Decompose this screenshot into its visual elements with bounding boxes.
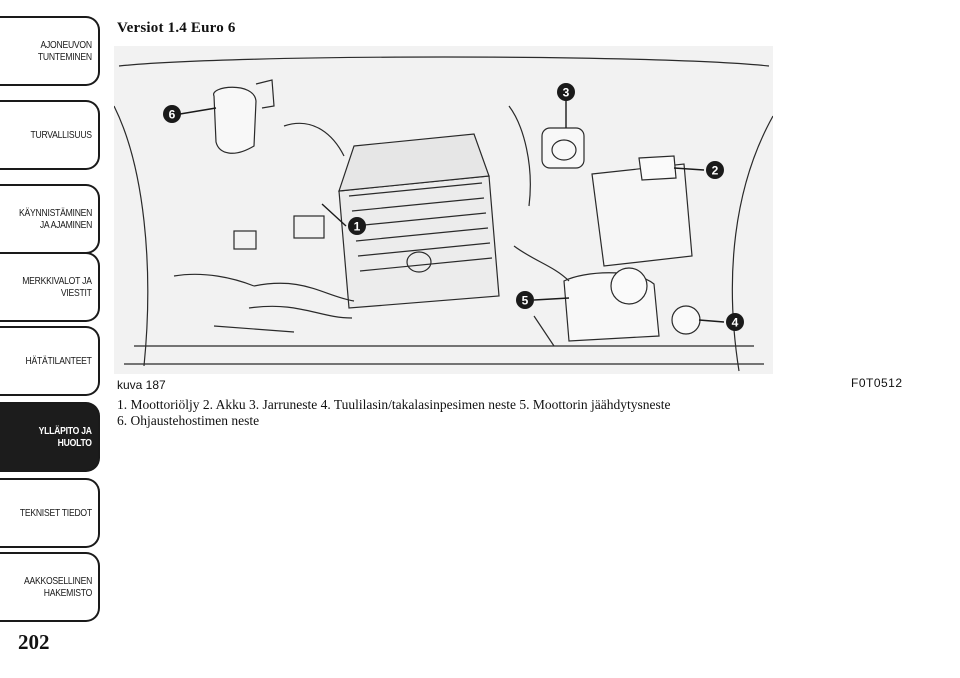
callout-1: 1 bbox=[348, 217, 366, 235]
callout-3-label: 3 bbox=[563, 86, 570, 100]
tab-tekniset-tiedot[interactable]: TEKNISET TIEDOT bbox=[0, 478, 100, 548]
figure-code: F0T0512 bbox=[851, 376, 903, 390]
callout-3: 3 bbox=[557, 83, 575, 101]
tab-yllapito-huolto[interactable]: YLLÄPITO JA HUOLTO bbox=[0, 402, 100, 472]
tab-ajoneuvon-tunteminen[interactable]: AJONEUVON TUNTEMINEN bbox=[0, 16, 100, 86]
figure-caption: kuva 187 bbox=[117, 378, 166, 392]
tab-label: TURVALLISUUS bbox=[30, 129, 93, 141]
tab-kaynnistaminen[interactable]: KÄYNNISTÄMINEN JA AJAMINEN bbox=[0, 184, 100, 254]
callout-4: 4 bbox=[726, 313, 744, 331]
legend-line-2: 6. Ohjaustehostimen neste bbox=[117, 413, 260, 428]
callout-2: 2 bbox=[706, 161, 724, 179]
tab-hatatilanteet[interactable]: HÄTÄTILANTEET bbox=[0, 326, 100, 396]
callout-4-label: 4 bbox=[732, 316, 739, 330]
engine-bay-drawing: 1 2 3 4 5 6 bbox=[114, 56, 773, 372]
callout-6: 6 bbox=[163, 105, 181, 123]
tab-label: AJONEUVON TUNTEMINEN bbox=[38, 39, 92, 63]
callout-1-label: 1 bbox=[354, 220, 361, 234]
figure-legend: 1. Moottoriöljy 2. Akku 3. Jarruneste 4.… bbox=[117, 397, 797, 429]
callout-6-label: 6 bbox=[169, 108, 176, 122]
tab-label: AAKKOSELLINEN HAKEMISTO bbox=[23, 575, 92, 599]
tab-turvallisuus[interactable]: TURVALLISUUS bbox=[0, 100, 100, 170]
callout-5-label: 5 bbox=[522, 294, 529, 308]
section-title: Versiot 1.4 Euro 6 bbox=[117, 20, 236, 36]
legend-line-1: 1. Moottoriöljy 2. Akku 3. Jarruneste 4.… bbox=[117, 397, 671, 412]
tab-aakkosellinen-hakemisto[interactable]: AAKKOSELLINEN HAKEMISTO bbox=[0, 552, 100, 622]
tab-label: MERKKIVALOT JA VIESTIT bbox=[22, 275, 93, 299]
callout-2-label: 2 bbox=[712, 164, 719, 178]
tab-label: YLLÄPITO JA HUOLTO bbox=[38, 425, 92, 449]
tab-label: HÄTÄTILANTEET bbox=[25, 355, 92, 367]
tab-label: TEKNISET TIEDOT bbox=[19, 507, 92, 519]
callout-5: 5 bbox=[516, 291, 534, 309]
tab-merkkivalot[interactable]: MERKKIVALOT JA VIESTIT bbox=[0, 252, 100, 322]
engine-bay-illustration: 1 2 3 4 5 6 bbox=[114, 46, 773, 374]
tab-label: KÄYNNISTÄMINEN JA AJAMINEN bbox=[18, 207, 92, 231]
page-number: 202 bbox=[18, 630, 50, 654]
